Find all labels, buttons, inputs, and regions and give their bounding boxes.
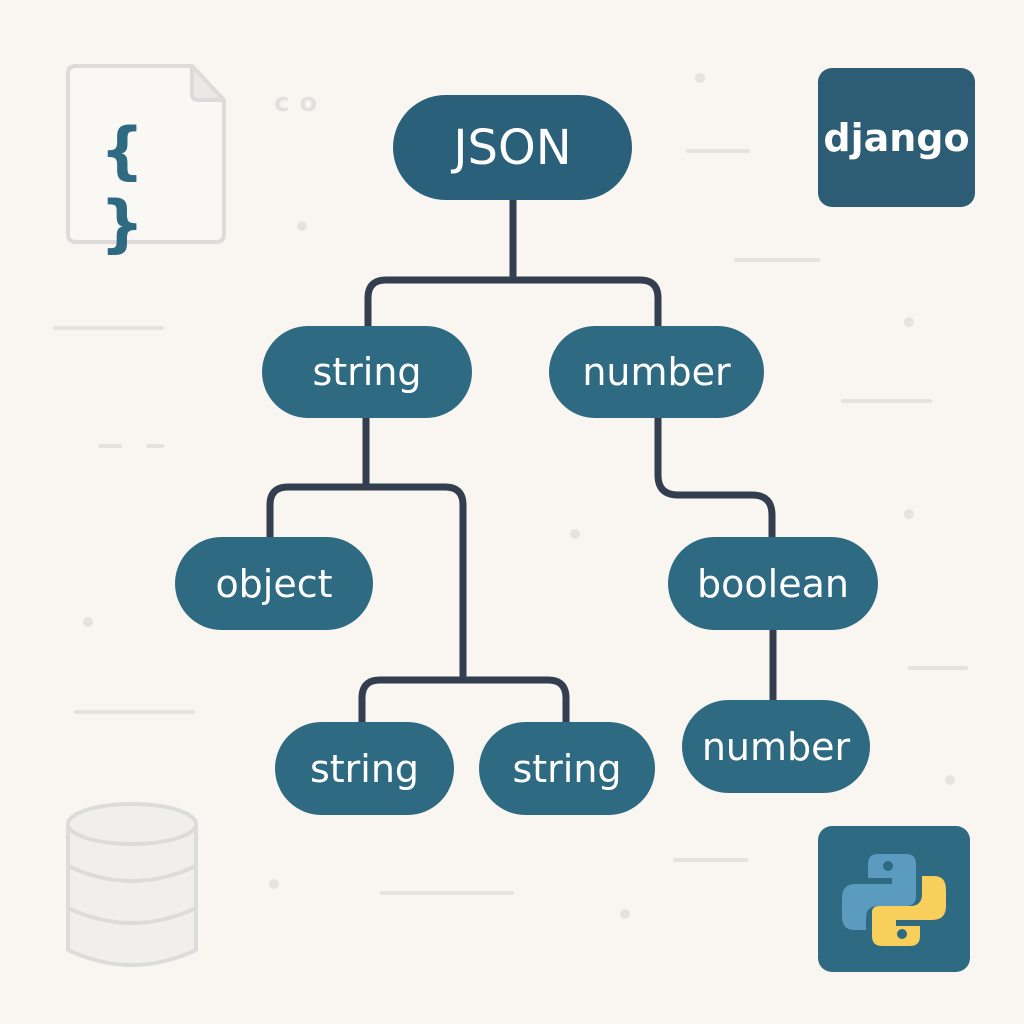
node-object: object [175,537,373,630]
node-boolean: boolean [668,537,878,630]
node-string-child-right: string [479,722,655,815]
node-string: string [262,326,472,418]
python-logo-icon [818,826,970,972]
connector-lines [266,196,777,726]
django-logo-text: django [823,115,970,160]
faint-text: co [274,88,328,118]
braces-text: { } [100,114,153,260]
node-json-root: JSON [393,95,632,200]
node-string-child-left: string [275,722,454,815]
database-icon [64,800,200,972]
node-number-child: number [682,700,870,793]
json-file-icon: { } [64,62,228,260]
node-number: number [549,326,764,418]
django-logo: django [818,68,975,207]
